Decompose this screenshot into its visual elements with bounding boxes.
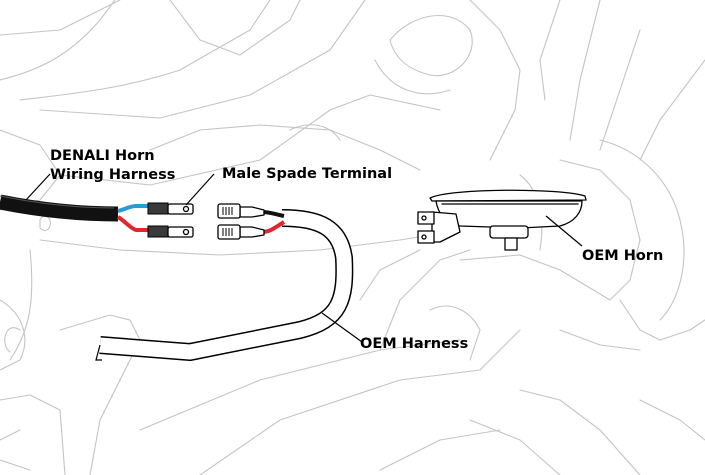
male-spade-upper <box>167 203 194 215</box>
blue-wire <box>117 204 148 213</box>
label-male-spade-terminal: Male Spade Terminal <box>222 166 392 182</box>
leader-oem-horn <box>545 215 583 247</box>
leader-male-spade <box>185 173 215 206</box>
leader-denali <box>25 173 51 201</box>
denali-harness <box>0 194 194 238</box>
label-denali-line1: DENALI Horn <box>50 148 155 164</box>
blue-terminal-sleeve <box>147 202 169 215</box>
label-denali-line2: Wiring Harness <box>50 167 175 183</box>
label-oem-harness: OEM Harness <box>360 336 468 352</box>
leader-oem-harness <box>321 312 363 343</box>
leader-lines <box>25 173 583 343</box>
red-terminal-sleeve <box>147 225 169 238</box>
male-spade-lower <box>167 226 194 238</box>
oem-horn <box>417 189 587 251</box>
red-wire <box>116 215 148 232</box>
label-oem-horn: OEM Horn <box>582 248 663 264</box>
oem-harness <box>95 203 354 361</box>
